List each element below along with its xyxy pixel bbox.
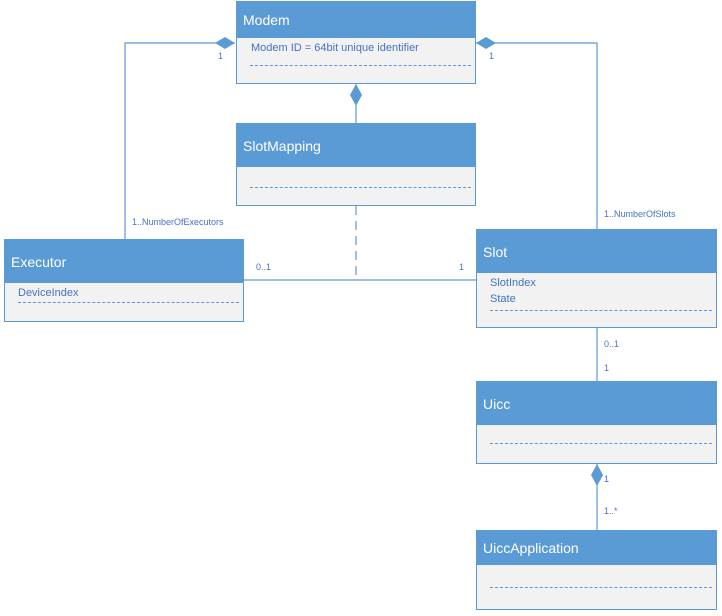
separator xyxy=(18,302,239,303)
separator xyxy=(250,187,471,188)
separator xyxy=(250,65,471,66)
class-executor-attribute: DeviceIndex xyxy=(18,287,79,299)
multiplicity-uicc-app-uicc: 1 xyxy=(604,474,610,484)
modem-slot-link xyxy=(476,42,598,229)
separator xyxy=(490,310,712,311)
multiplicity-uicc-app-app: 1..* xyxy=(604,506,618,516)
class-slot-name: Slot xyxy=(477,230,716,273)
modem-executor-composition-diamond xyxy=(215,37,235,49)
separator xyxy=(490,587,712,588)
modem-slotmapping-composition-diamond xyxy=(350,84,362,106)
class-uicc: Uicc xyxy=(476,381,717,464)
multiplicity-slot-uicc-slot: 0..1 xyxy=(604,339,620,349)
separator xyxy=(490,443,712,444)
multiplicity-modem-slot-modem: 1 xyxy=(489,51,495,61)
class-uicc-application-name: UiccApplication xyxy=(477,531,716,565)
class-modem-attribute: Modem ID = 64bit unique identifier xyxy=(251,42,419,54)
class-uicc-name: Uicc xyxy=(477,382,716,425)
class-uicc-application: UiccApplication xyxy=(476,530,717,610)
modem-slot-composition-diamond xyxy=(476,37,496,49)
multiplicity-executor-slot-slot: 1 xyxy=(459,262,465,272)
uicc-app-composition-diamond xyxy=(591,464,603,486)
multiplicity-modem-executor-executor: 1..NumberOfExecutors xyxy=(132,217,224,227)
class-slot: Slot SlotIndex State xyxy=(476,229,717,328)
class-slot-mapping: SlotMapping xyxy=(236,123,476,206)
multiplicity-modem-slot-slot: 1..NumberOfSlots xyxy=(604,209,676,219)
class-slot-attribute-state: State xyxy=(490,293,516,305)
class-slot-mapping-name: SlotMapping xyxy=(237,124,475,167)
multiplicity-modem-executor-modem: 1 xyxy=(218,51,224,61)
multiplicity-executor-slot-executor: 0..1 xyxy=(256,262,272,272)
class-executor: Executor DeviceIndex xyxy=(4,239,244,322)
class-slot-attribute-slotindex: SlotIndex xyxy=(490,277,536,289)
modem-executor-link xyxy=(124,42,235,239)
class-modem-name: Modem xyxy=(237,2,475,38)
class-executor-name: Executor xyxy=(5,240,243,283)
multiplicity-slot-uicc-uicc: 1 xyxy=(604,363,610,373)
class-modem: Modem Modem ID = 64bit unique identifier xyxy=(236,1,476,84)
